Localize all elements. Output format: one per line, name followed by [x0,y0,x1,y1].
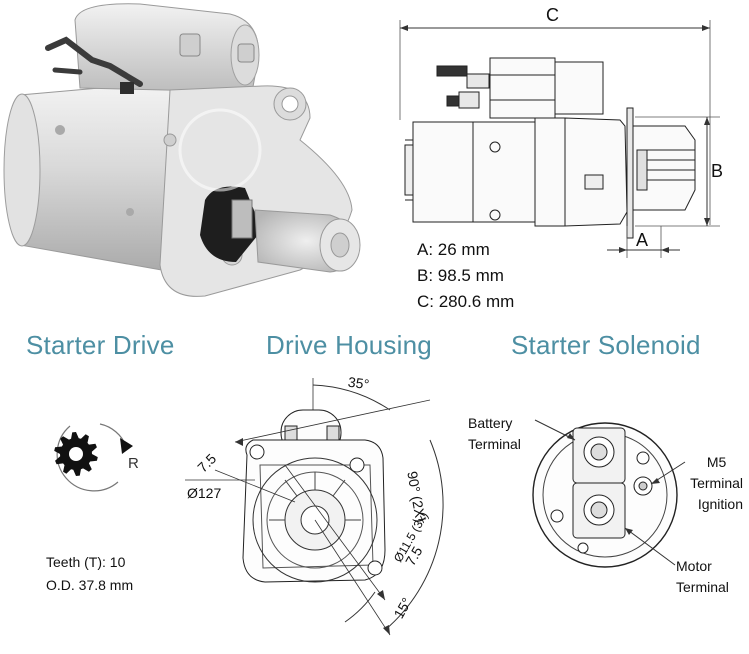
teeth-count: Teeth (T): 10 [46,554,126,570]
housing-diameter: Ø127 [187,485,222,501]
motor-terminal-label: Motor Terminal [676,556,729,598]
side-view-drawing [399,20,720,258]
section-title-drive-housing: Drive Housing [266,330,432,360]
pinion-gear-icon [54,423,133,492]
section-title-starter-solenoid: Starter Solenoid [511,330,701,360]
battery-terminal-line-2: Terminal [468,436,521,452]
m5-ignition-label: M5 Terminal Ignition [690,452,743,515]
dimension-c-letter: C [546,5,559,25]
battery-terminal-line-1: Battery [468,415,513,431]
rotation-label: R [128,455,139,472]
m5-line-3: Ignition [697,496,743,512]
section-title-starter-drive: Starter Drive [26,330,175,360]
solenoid-drawing [532,419,686,568]
gear-hub [69,447,83,461]
battery-terminal-label: Battery Terminal [468,413,521,455]
dimension-a-letter: A [636,230,649,250]
drive-housing-drawing [185,378,444,636]
motor-terminal-line-1: Motor [676,558,712,574]
m5-line-1: M5 [706,454,727,470]
dimension-b-value: B: 98.5 mm [417,266,504,285]
dimension-a-value: A: 26 mm [417,240,490,259]
motor-terminal-line-2: Terminal [676,579,729,595]
dimension-b-letter: B [711,161,724,181]
m5-line-2: Terminal [690,475,743,491]
housing-angle-top: 35° [346,373,371,393]
outer-diameter: O.D. 37.8 mm [46,577,134,593]
dimension-c-value: C: 280.6 mm [417,292,515,311]
starter-motor-photo [3,3,361,297]
